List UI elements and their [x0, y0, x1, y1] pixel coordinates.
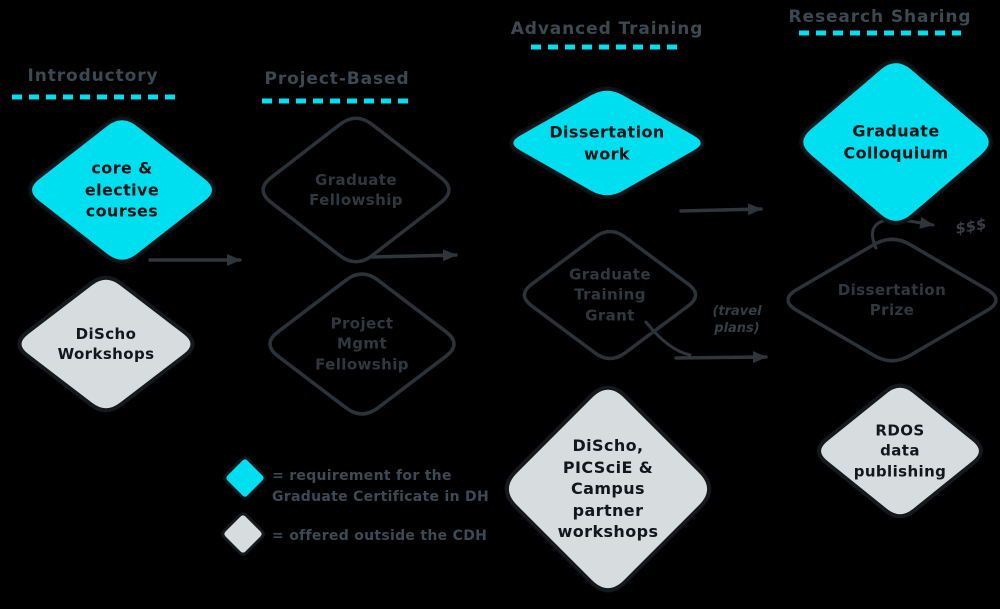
annotation-travel-plans: (travel plans): [712, 304, 762, 336]
node-shape-graduate-fellowship: [261, 116, 451, 264]
node-shape-graduate-training-grant: [522, 229, 698, 361]
node-shape-dissertation-work: [509, 86, 705, 200]
column-header-introductory: Introductory: [27, 66, 159, 86]
node-shape-rdos-data-publishing: [817, 383, 983, 519]
arrow-project-to-advanced: [370, 249, 458, 262]
node-shape-core-elective-courses: [28, 116, 216, 264]
column-header-project-based: Project-Based: [264, 69, 410, 89]
arrow-grant-to-prize: [674, 351, 768, 364]
node-shape-graduate-colloquium: [799, 59, 993, 225]
legend-swatch-gray: [221, 512, 265, 556]
connector-grant-travel-swoosh: [644, 320, 692, 357]
node-shape-dissertation-prize: [786, 237, 998, 363]
legend-swatch-cyan: [223, 456, 267, 500]
arrow-dissertation-to-colloquium: [679, 203, 763, 216]
column-header-research-sharing: Research Sharing: [788, 7, 972, 27]
node-shape-discho-workshops: [17, 275, 195, 413]
node-shape-project-mgmt-fellowship: [268, 272, 456, 416]
legend-requirement-label: = requirement for the Graduate Certifica…: [272, 468, 489, 505]
column-header-advanced-training: Advanced Training: [510, 19, 704, 39]
legend-external-label: = offered outside the CDH: [272, 528, 488, 544]
node-shape-discho-picscie-campus-workshops: [504, 385, 712, 593]
